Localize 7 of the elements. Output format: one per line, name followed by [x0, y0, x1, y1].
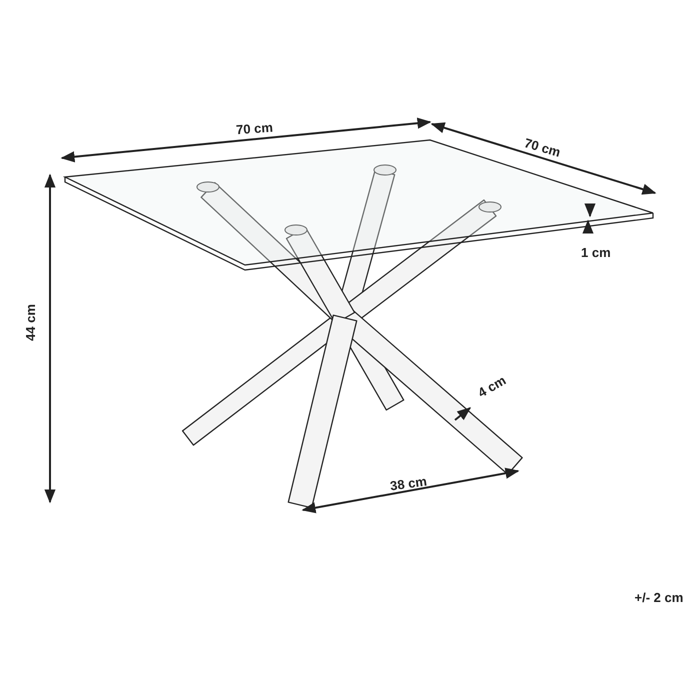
dimension-label: 4 cm [475, 372, 508, 400]
dimension-label: 1 cm [581, 244, 611, 260]
dimension-label: 70 cm [522, 134, 562, 160]
dimension-label: 38 cm [388, 473, 428, 493]
dimension-label: 44 cm [22, 304, 38, 340]
tolerance-note: +/- 2 cm [634, 590, 684, 604]
dimension-label: 70 cm [235, 119, 273, 137]
